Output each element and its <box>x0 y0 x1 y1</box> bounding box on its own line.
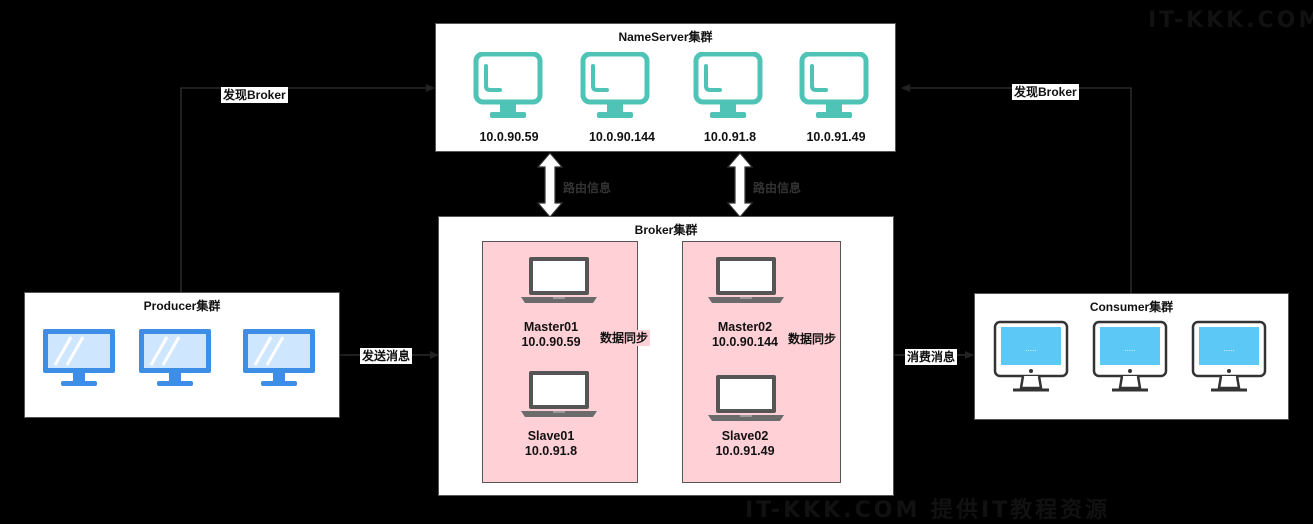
monitor-teal-icon <box>693 52 763 118</box>
nameserver-title: NameServer集群 <box>618 30 713 44</box>
consumer-title: Consumer集群 <box>1089 300 1174 314</box>
imac-icon: ..... <box>1092 320 1168 392</box>
monitor-teal-icon <box>799 52 869 118</box>
node-name: Slave02 <box>721 429 769 443</box>
nameserver-ip: 10.0.91.49 <box>806 130 866 144</box>
producer-cluster: Producer集群 <box>24 292 340 418</box>
node-ip: 10.0.91.8 <box>524 444 578 458</box>
node-ip: 10.0.90.144 <box>711 335 779 349</box>
nameserver-ip: 10.0.90.59 <box>479 130 539 144</box>
node-ip: 10.0.91.49 <box>715 444 775 458</box>
laptop-icon <box>521 371 597 417</box>
node-ip: 10.0.90.59 <box>521 335 581 349</box>
node-name: Slave01 <box>527 429 575 443</box>
monitor-blue-icon <box>243 329 315 386</box>
consume-message-label: 消费消息 <box>905 349 958 365</box>
send-message-label: 发送消息 <box>360 348 413 364</box>
watermark-top-right: IT-KKK.COM <box>1148 8 1313 33</box>
svg-text:.....: ..... <box>1025 344 1036 353</box>
monitor-teal-icon <box>580 52 650 118</box>
laptop-icon <box>708 257 784 303</box>
svg-text:.....: ..... <box>1124 344 1135 353</box>
monitor-blue-icon <box>43 329 115 386</box>
slave01-label: Slave01 10.0.91.8 <box>491 429 611 459</box>
discover-broker-left-label: 发现Broker <box>221 87 288 103</box>
laptop-icon <box>708 375 784 421</box>
route-info-label: 路由信息 <box>563 181 612 195</box>
nameserver-ip: 10.0.91.8 <box>703 130 757 144</box>
broker-title: Broker集群 <box>634 223 698 237</box>
nameserver-ip: 10.0.90.144 <box>588 130 656 144</box>
monitor-blue-icon <box>139 329 211 386</box>
route-arrow-2 <box>726 152 754 218</box>
discover-broker-right-label: 发现Broker <box>1012 84 1079 100</box>
imac-icon: ..... <box>1191 320 1267 392</box>
watermark-bottom: IT-KKK.COM 提供IT教程资源 <box>745 498 1111 523</box>
svg-text:.....: ..... <box>1223 344 1234 353</box>
imac-icon: ..... <box>993 320 1069 392</box>
consumer-cluster: Consumer集群 ..... ..... ..... <box>974 293 1289 420</box>
sync-label: 数据同步 <box>598 330 651 346</box>
monitor-teal-icon <box>473 52 543 118</box>
sync-label: 数据同步 <box>786 331 839 347</box>
broker-cluster: Broker集群 Maste <box>438 216 894 496</box>
route-arrow-1 <box>536 152 564 218</box>
node-name: Master01 <box>523 320 579 334</box>
node-name: Master02 <box>717 320 773 334</box>
laptop-icon <box>521 257 597 303</box>
edge-consumer-discover <box>901 84 1132 293</box>
edge-producer-discover <box>180 84 435 292</box>
master01-label: Master01 10.0.90.59 <box>491 320 611 350</box>
route-info-label: 路由信息 <box>753 181 802 195</box>
producer-title: Producer集群 <box>143 299 221 313</box>
nameserver-cluster: NameServer集群 10.0.90.59 10.0.90.144 <box>435 23 896 152</box>
slave02-label: Slave02 10.0.91.49 <box>685 429 805 459</box>
master02-label: Master02 10.0.90.144 <box>685 320 805 350</box>
